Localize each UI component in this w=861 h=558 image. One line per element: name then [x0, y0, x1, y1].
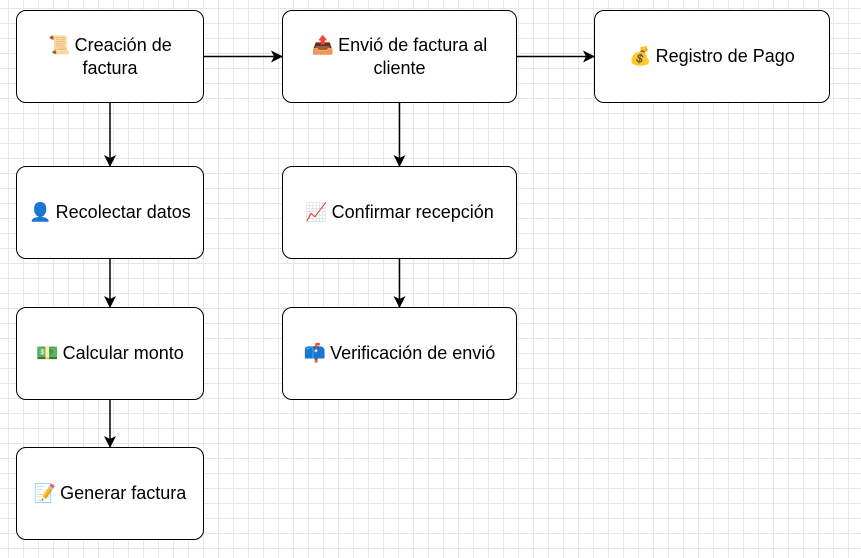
dollar-banknote-icon: 💵: [36, 343, 59, 363]
person-silhouette-icon: 👤: [29, 202, 52, 222]
node-label: Registro de Pago: [655, 46, 795, 66]
outbox-tray-icon: 📤: [311, 34, 335, 55]
node-calcular-monto-text: 💵Calcular monto: [36, 342, 183, 365]
node-label: Creación de factura: [74, 34, 172, 78]
node-creacion-de-factura-text: 📜Creación de factura: [25, 34, 195, 80]
node-registro-de-pago[interactable]: 💰Registro de Pago: [594, 10, 830, 103]
node-label: Recolectar datos: [55, 202, 191, 222]
chart-increasing-icon: 📈: [305, 202, 328, 222]
scroll-icon: 📜: [48, 34, 71, 55]
node-envio-de-factura-text: 📤Envió de factura al cliente: [291, 34, 508, 80]
node-verificacion-de-envio-text: 📫Verificación de envió: [304, 342, 496, 365]
node-label: Envió de factura al cliente: [338, 34, 488, 78]
node-label: Generar factura: [60, 483, 187, 503]
node-generar-factura-text: 📝Generar factura: [34, 482, 186, 505]
node-generar-factura[interactable]: 📝Generar factura: [16, 447, 204, 540]
node-label: Verificación de envió: [330, 343, 496, 363]
node-recolectar-datos[interactable]: 👤Recolectar datos: [16, 166, 204, 259]
node-confirmar-recepcion[interactable]: 📈Confirmar recepción: [282, 166, 517, 259]
node-label: Calcular monto: [62, 343, 184, 363]
memo-icon: 📝: [33, 483, 57, 503]
money-bag-icon: 💰: [629, 46, 652, 66]
node-confirmar-recepcion-text: 📈Confirmar recepción: [305, 201, 493, 224]
mailbox-icon: 📫: [303, 343, 327, 363]
node-recolectar-datos-text: 👤Recolectar datos: [29, 201, 191, 224]
node-registro-de-pago-text: 💰Registro de Pago: [629, 45, 795, 68]
node-label: Confirmar recepción: [331, 202, 494, 222]
node-verificacion-de-envio[interactable]: 📫Verificación de envió: [282, 307, 517, 400]
node-creacion-de-factura[interactable]: 📜Creación de factura: [16, 10, 204, 103]
node-envio-de-factura[interactable]: 📤Envió de factura al cliente: [282, 10, 517, 103]
node-calcular-monto[interactable]: 💵Calcular monto: [16, 307, 204, 400]
